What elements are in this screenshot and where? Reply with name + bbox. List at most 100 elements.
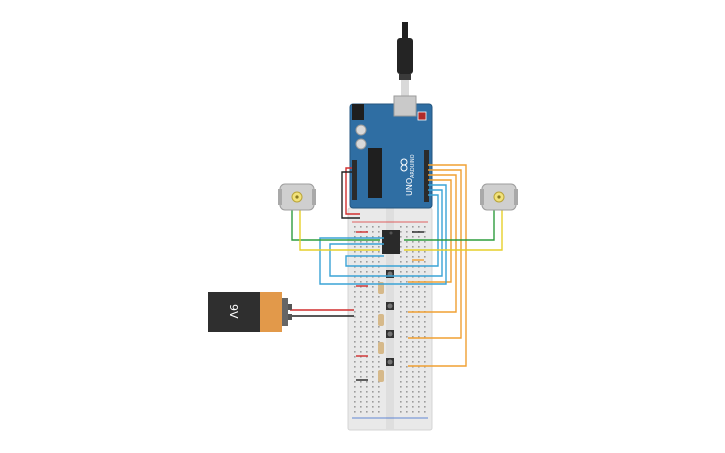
breadboard-hole — [366, 316, 368, 318]
breadboard-hole — [406, 251, 408, 253]
breadboard-hole — [378, 381, 380, 383]
breadboard-hole — [360, 341, 362, 343]
breadboard-hole — [378, 276, 380, 278]
breadboard-hole — [400, 341, 402, 343]
breadboard-hole — [400, 241, 402, 243]
breadboard-hole — [424, 401, 426, 403]
breadboard-hole — [418, 256, 420, 258]
breadboard-hole — [360, 411, 362, 413]
breadboard-hole — [418, 261, 420, 263]
breadboard-hole — [412, 366, 414, 368]
breadboard-hole — [372, 306, 374, 308]
breadboard-hole — [366, 336, 368, 338]
breadboard-hole — [354, 366, 356, 368]
breadboard-hole — [378, 246, 380, 248]
breadboard-hole — [360, 271, 362, 273]
breadboard-hole — [378, 386, 380, 388]
breadboard-hole — [406, 286, 408, 288]
breadboard-hole — [406, 266, 408, 268]
breadboard-hole — [412, 286, 414, 288]
breadboard-hole — [360, 321, 362, 323]
breadboard-hole — [424, 346, 426, 348]
breadboard-hole — [412, 321, 414, 323]
breadboard-hole — [366, 321, 368, 323]
breadboard-hole — [412, 276, 414, 278]
breadboard-hole — [406, 356, 408, 358]
push-button-2[interactable] — [386, 302, 394, 310]
breadboard-hole — [424, 411, 426, 413]
breadboard-hole — [400, 251, 402, 253]
atmega-chip — [368, 148, 382, 198]
breadboard-hole — [418, 376, 420, 378]
breadboard-hole — [354, 381, 356, 383]
breadboard-hole — [366, 346, 368, 348]
breadboard-hole — [406, 341, 408, 343]
breadboard-hole — [418, 286, 420, 288]
breadboard-hole — [360, 316, 362, 318]
breadboard-hole — [400, 371, 402, 373]
breadboard-hole — [424, 331, 426, 333]
breadboard-hole — [372, 271, 374, 273]
breadboard-hole — [424, 301, 426, 303]
breadboard-hole — [418, 316, 420, 318]
breadboard-hole — [366, 361, 368, 363]
push-button-1[interactable] — [386, 270, 394, 278]
left-motor — [278, 183, 316, 211]
breadboard-hole — [406, 336, 408, 338]
breadboard-hole — [412, 241, 414, 243]
breadboard-hole — [360, 236, 362, 238]
reset-button[interactable] — [417, 111, 427, 121]
breadboard-hole — [372, 341, 374, 343]
breadboard-hole — [412, 331, 414, 333]
breadboard-hole — [418, 406, 420, 408]
breadboard-hole — [366, 301, 368, 303]
breadboard-hole — [354, 396, 356, 398]
breadboard-hole — [418, 411, 420, 413]
wire-orange — [408, 179, 452, 283]
breadboard-hole — [366, 326, 368, 328]
power-jack — [352, 104, 364, 120]
breadboard-hole — [378, 396, 380, 398]
breadboard-hole — [400, 316, 402, 318]
breadboard-hole — [372, 236, 374, 238]
breadboard-hole — [424, 256, 426, 258]
breadboard-hole — [412, 371, 414, 373]
breadboard-hole — [418, 356, 420, 358]
breadboard-hole — [412, 236, 414, 238]
breadboard-hole — [424, 261, 426, 263]
breadboard-hole — [378, 306, 380, 308]
breadboard-hole — [400, 246, 402, 248]
breadboard-hole — [360, 296, 362, 298]
resistors — [378, 282, 384, 382]
breadboard-hole — [406, 236, 408, 238]
breadboard-hole — [418, 251, 420, 253]
breadboard-hole — [412, 266, 414, 268]
wire-red — [345, 167, 360, 215]
breadboard-hole — [412, 376, 414, 378]
breadboard-hole — [406, 366, 408, 368]
breadboard-hole — [406, 371, 408, 373]
breadboard-hole — [378, 281, 380, 283]
breadboard-hole — [412, 316, 414, 318]
breadboard-hole — [366, 356, 368, 358]
wire-blue — [319, 184, 447, 285]
breadboard-hole — [412, 261, 414, 263]
breadboard-hole — [366, 266, 368, 268]
breadboard-hole — [418, 381, 420, 383]
breadboard-hole — [378, 231, 380, 233]
push-button-4[interactable] — [386, 358, 394, 366]
breadboard-hole — [354, 351, 356, 353]
push-button-3[interactable] — [386, 330, 394, 338]
breadboard-hole — [372, 396, 374, 398]
wire-orange — [408, 169, 462, 339]
breadboard-hole — [360, 391, 362, 393]
breadboard-hole — [424, 246, 426, 248]
breadboard-hole — [354, 371, 356, 373]
breadboard-hole — [400, 351, 402, 353]
breadboard-hole — [400, 326, 402, 328]
breadboard-hole — [400, 321, 402, 323]
breadboard-hole — [372, 366, 374, 368]
breadboard-hole — [378, 326, 380, 328]
breadboard-hole — [360, 396, 362, 398]
breadboard-hole — [360, 366, 362, 368]
